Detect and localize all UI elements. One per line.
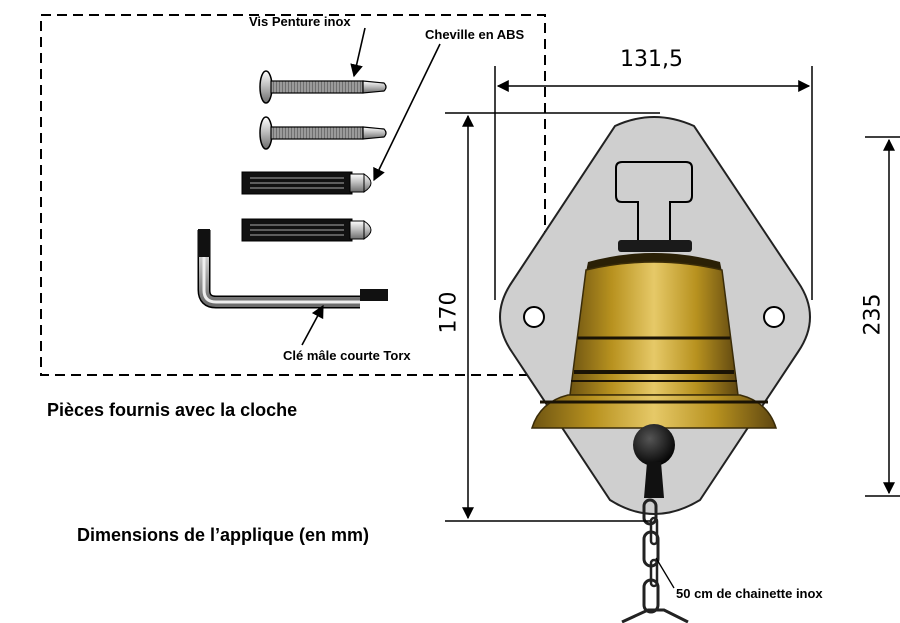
torx-key	[197, 229, 388, 309]
total-height-dimension-value: 235	[860, 293, 886, 336]
screw-1	[259, 70, 387, 104]
key-leader	[301, 304, 324, 346]
plate-height-dimension-value: 170	[436, 291, 462, 334]
dowel-2	[241, 218, 372, 242]
mounting-hole-left	[523, 306, 545, 328]
clapper-ball	[633, 424, 675, 466]
dowel-1	[241, 171, 372, 195]
parts-caption: Pièces fournis avec la cloche	[47, 400, 298, 420]
dimension-height-total	[865, 136, 900, 497]
parts-box	[40, 14, 546, 376]
dowel-label: Cheville en ABS	[425, 27, 525, 42]
screw-label: Vis Penture inox	[249, 14, 351, 29]
dowel-leader	[373, 43, 441, 182]
mounting-hole-right	[763, 306, 785, 328]
screw-2	[259, 116, 387, 150]
chain	[621, 498, 689, 623]
bell	[530, 240, 778, 429]
key-label: Clé mâle courte Torx	[283, 348, 411, 363]
chain-leader	[655, 557, 675, 589]
dimension-width	[494, 66, 813, 300]
clapper-pull	[644, 462, 664, 498]
chain-label: 50 cm de chainette inox	[676, 586, 823, 601]
width-dimension-value: 131,5	[620, 47, 683, 72]
dimensions-caption: Dimensions de l’applique (en mm)	[77, 525, 370, 545]
dimension-height-plate	[445, 112, 660, 522]
screw-leader	[350, 27, 366, 78]
bell-bracket	[615, 161, 693, 245]
